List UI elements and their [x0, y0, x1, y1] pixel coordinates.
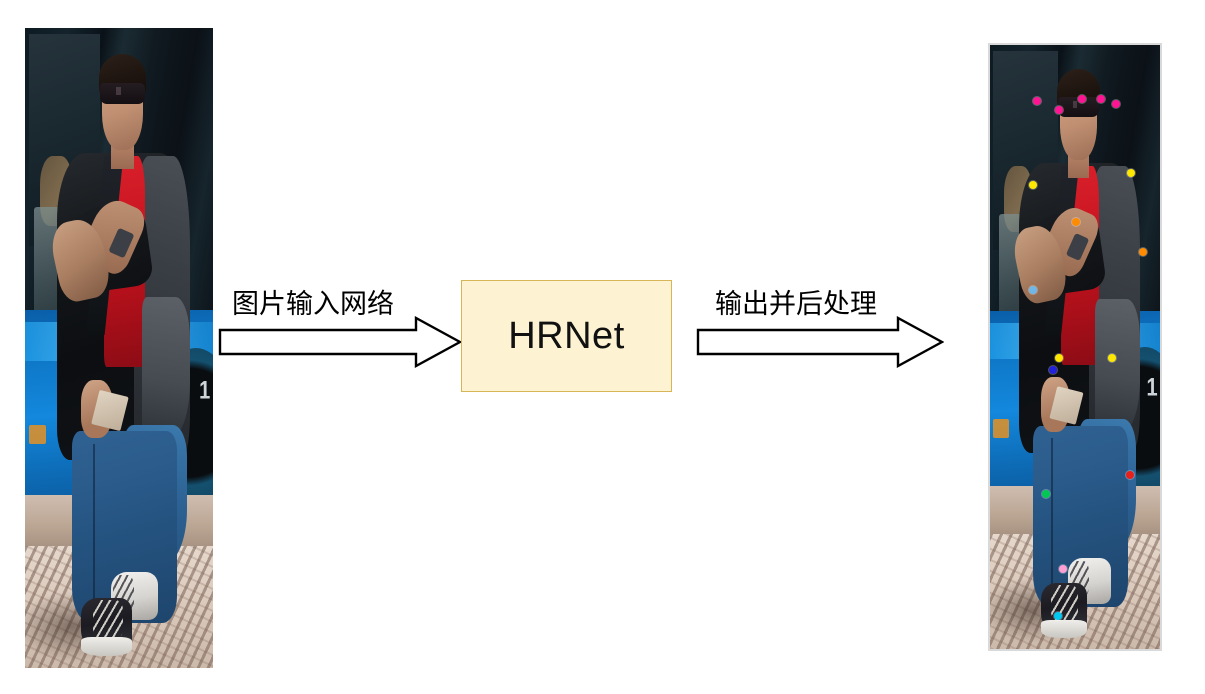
edge-label-output: 输出并后处理: [715, 289, 877, 320]
keypoint-left-wrist: [1029, 286, 1038, 295]
node-hrnet[interactable]: HRNet: [461, 280, 672, 392]
keypoint-nose: [1054, 105, 1063, 114]
sunglasses: [100, 83, 146, 105]
input-photo: 1: [25, 28, 213, 668]
bus-number-text: 1: [1146, 374, 1157, 402]
keypoint-left-knee: [1042, 490, 1051, 499]
keypoint-left-ankle: [1059, 564, 1068, 573]
keypoint-left-elbow: [1071, 217, 1080, 226]
bus-number-text: 1: [199, 377, 210, 405]
input-photo-scene: 1: [25, 28, 213, 668]
arrow-network-to-output: [696, 316, 944, 368]
edge-label-input: 图片输入网络: [232, 289, 394, 320]
shoe-black-sole: [1041, 620, 1087, 639]
keypoint-left-hip: [1054, 353, 1063, 362]
arrow-image-to-network: [218, 316, 462, 368]
keypoint-right-wrist: [1048, 365, 1057, 374]
person-jeans-seam: [92, 444, 95, 611]
output-photo-scene: 1: [990, 45, 1160, 649]
person-jeans-seam: [1051, 437, 1054, 595]
keypoint-right-hip: [1108, 353, 1117, 362]
shoe-black-sole: [81, 637, 133, 657]
keypoint-left-shoulder: [1029, 181, 1038, 190]
person-coat-tail: [1095, 298, 1140, 432]
bus-indicator-light: [28, 424, 46, 444]
keypoint-right-ankle: [1054, 612, 1062, 621]
keypoint-left-ear: [1032, 96, 1041, 105]
output-photo: 1: [988, 43, 1162, 651]
keypoint-left-eye: [1077, 95, 1086, 104]
keypoint-right-knee: [1126, 471, 1135, 480]
keypoint-right-ear: [1111, 100, 1120, 109]
keypoint-right-eye: [1097, 95, 1106, 104]
shoe-black-laces: [92, 600, 123, 639]
person-coat-tail: [141, 296, 191, 438]
sunglasses: [1058, 96, 1099, 117]
bus-indicator-light: [993, 419, 1009, 438]
keypoint-right-elbow: [1139, 247, 1147, 256]
keypoint-right-shoulder: [1127, 169, 1136, 178]
node-hrnet-label: HRNet: [508, 314, 625, 357]
